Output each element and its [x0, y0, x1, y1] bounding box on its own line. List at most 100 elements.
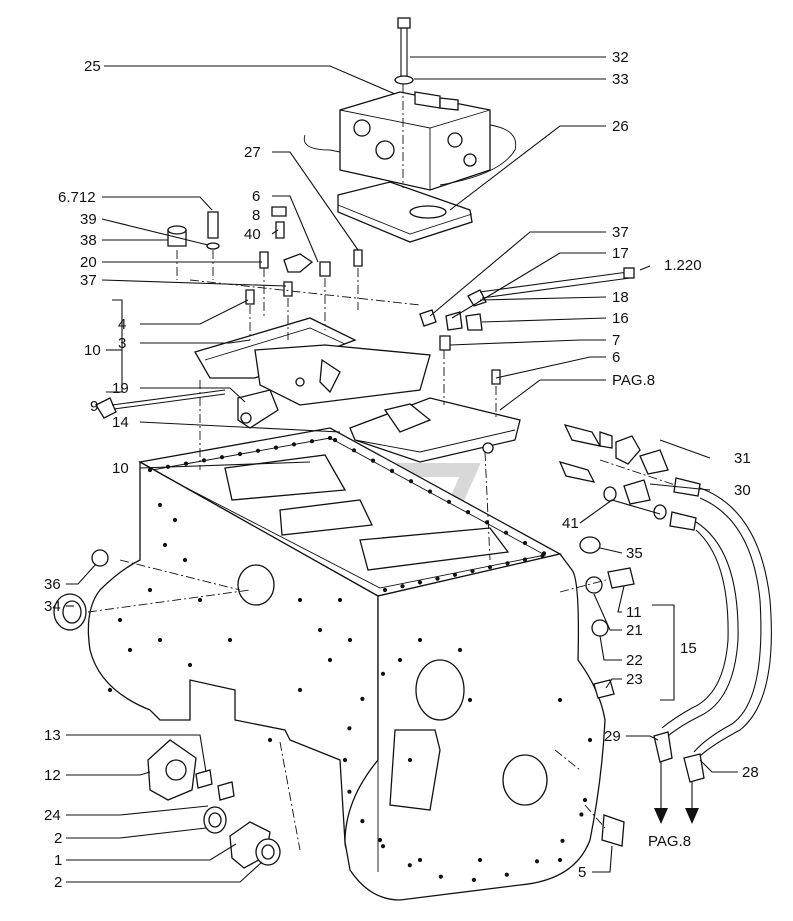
- callout-37-left: 37: [80, 272, 97, 289]
- bolt-hole: [182, 557, 188, 563]
- callout-32: 32: [612, 49, 629, 66]
- callout-37-right: 37: [612, 224, 629, 241]
- bolt-hole: [347, 726, 352, 731]
- callout-1-220: 1.220: [664, 257, 702, 274]
- bolt-hole: [360, 696, 365, 702]
- callout-6-right: 6: [612, 349, 620, 366]
- bolt-hole: [452, 572, 458, 577]
- bolt-hole: [172, 517, 178, 523]
- callout-pag8-bottom: PAG.8: [648, 833, 691, 850]
- bolt-hole: [560, 838, 565, 843]
- callout-22: 22: [626, 652, 643, 669]
- callout-pag8-top: PAG.8: [612, 372, 655, 389]
- bolt-hole: [342, 757, 348, 763]
- bolt-hole: [237, 451, 243, 457]
- bolt-hole: [534, 859, 540, 864]
- callout-25: 25: [84, 58, 101, 75]
- bolt-hole: [273, 445, 279, 450]
- bolt-hole: [380, 671, 386, 676]
- bolt-hole: [522, 557, 528, 562]
- callout-2-lower: 2: [54, 874, 62, 891]
- callout-13: 13: [44, 727, 61, 744]
- bolt-hole: [201, 458, 207, 463]
- callout-14: 14: [112, 414, 129, 431]
- bolt-hole: [127, 647, 133, 653]
- bolt-hole: [197, 597, 203, 603]
- callout-17: 17: [612, 245, 629, 262]
- bolt-hole: [487, 565, 493, 570]
- callout-23: 23: [626, 671, 643, 688]
- callout-30: 30: [734, 482, 751, 499]
- callout-21: 21: [626, 622, 643, 639]
- callout-10-upper: 10: [84, 342, 101, 359]
- bolt-hole: [503, 530, 509, 535]
- bolt-hole: [107, 687, 113, 693]
- bolt-hole: [255, 448, 261, 453]
- callout-39: 39: [80, 211, 97, 228]
- callout-31: 31: [734, 450, 751, 467]
- bolt-hole: [377, 837, 383, 843]
- assembly-axes: [87, 84, 676, 851]
- bolt-hole: [327, 657, 333, 663]
- bolt-hole: [380, 844, 386, 849]
- bolt-hole: [370, 458, 376, 463]
- bolt-hole: [408, 479, 414, 484]
- bolt-hole: [407, 757, 413, 763]
- bolt-hole: [465, 509, 471, 515]
- bolt-hole: [400, 584, 405, 589]
- small-fittings: [95, 206, 635, 429]
- bolt-hole: [477, 857, 483, 863]
- bolt-hole: [157, 637, 163, 643]
- bolt-hole: [587, 737, 593, 743]
- bolt-hole: [157, 502, 163, 508]
- callout-20: 20: [80, 254, 97, 271]
- bolt-hole: [187, 662, 193, 668]
- callout-38: 38: [80, 232, 97, 249]
- callout-6-top: 6: [252, 188, 260, 205]
- bolt-hole: [382, 587, 388, 593]
- callout-6-712: 6.712: [58, 189, 96, 206]
- bolt-hole: [389, 468, 395, 473]
- bolt-hole: [337, 597, 343, 603]
- callout-1: 1: [54, 852, 62, 869]
- callout-3: 3: [118, 335, 126, 352]
- bolt-hole: [351, 448, 357, 453]
- callout-33: 33: [612, 71, 629, 88]
- bolt-hole: [309, 439, 315, 444]
- callout-12: 12: [44, 767, 61, 784]
- callout-16: 16: [612, 310, 629, 327]
- callout-28: 28: [742, 764, 759, 781]
- callout-19: 19: [112, 380, 129, 397]
- top-cover-plate: [194, 317, 431, 406]
- left-fittings: [53, 549, 281, 869]
- bolt-hole: [540, 553, 545, 558]
- callout-41: 41: [562, 515, 579, 532]
- callout-7: 7: [612, 332, 620, 349]
- bolt-hole: [117, 617, 123, 623]
- bolt-hole: [579, 812, 584, 817]
- bolt-hole: [360, 819, 365, 824]
- valve-spacer-plate: [337, 181, 473, 243]
- bolt-hole: [417, 637, 423, 643]
- bolt-hole: [147, 467, 153, 473]
- callout-29: 29: [604, 728, 621, 745]
- callout-27: 27: [244, 144, 261, 161]
- bolt-hole: [471, 877, 476, 883]
- bolt-hole: [147, 587, 153, 593]
- bolt-hole: [557, 697, 563, 703]
- callout-5: 5: [578, 864, 586, 881]
- callout-8: 8: [252, 207, 260, 224]
- callout-34: 34: [44, 598, 61, 615]
- control-valve-block: [303, 17, 517, 191]
- bolt-hole: [347, 789, 352, 794]
- callout-11: 11: [626, 604, 642, 621]
- bolt-hole: [467, 697, 473, 703]
- bolt-hole: [427, 489, 433, 494]
- callout-4: 4: [118, 316, 126, 333]
- bolt-hole: [457, 647, 463, 653]
- bolt-hole: [438, 874, 443, 879]
- callout-26: 26: [612, 118, 629, 135]
- callout-10-lower: 10: [112, 460, 129, 477]
